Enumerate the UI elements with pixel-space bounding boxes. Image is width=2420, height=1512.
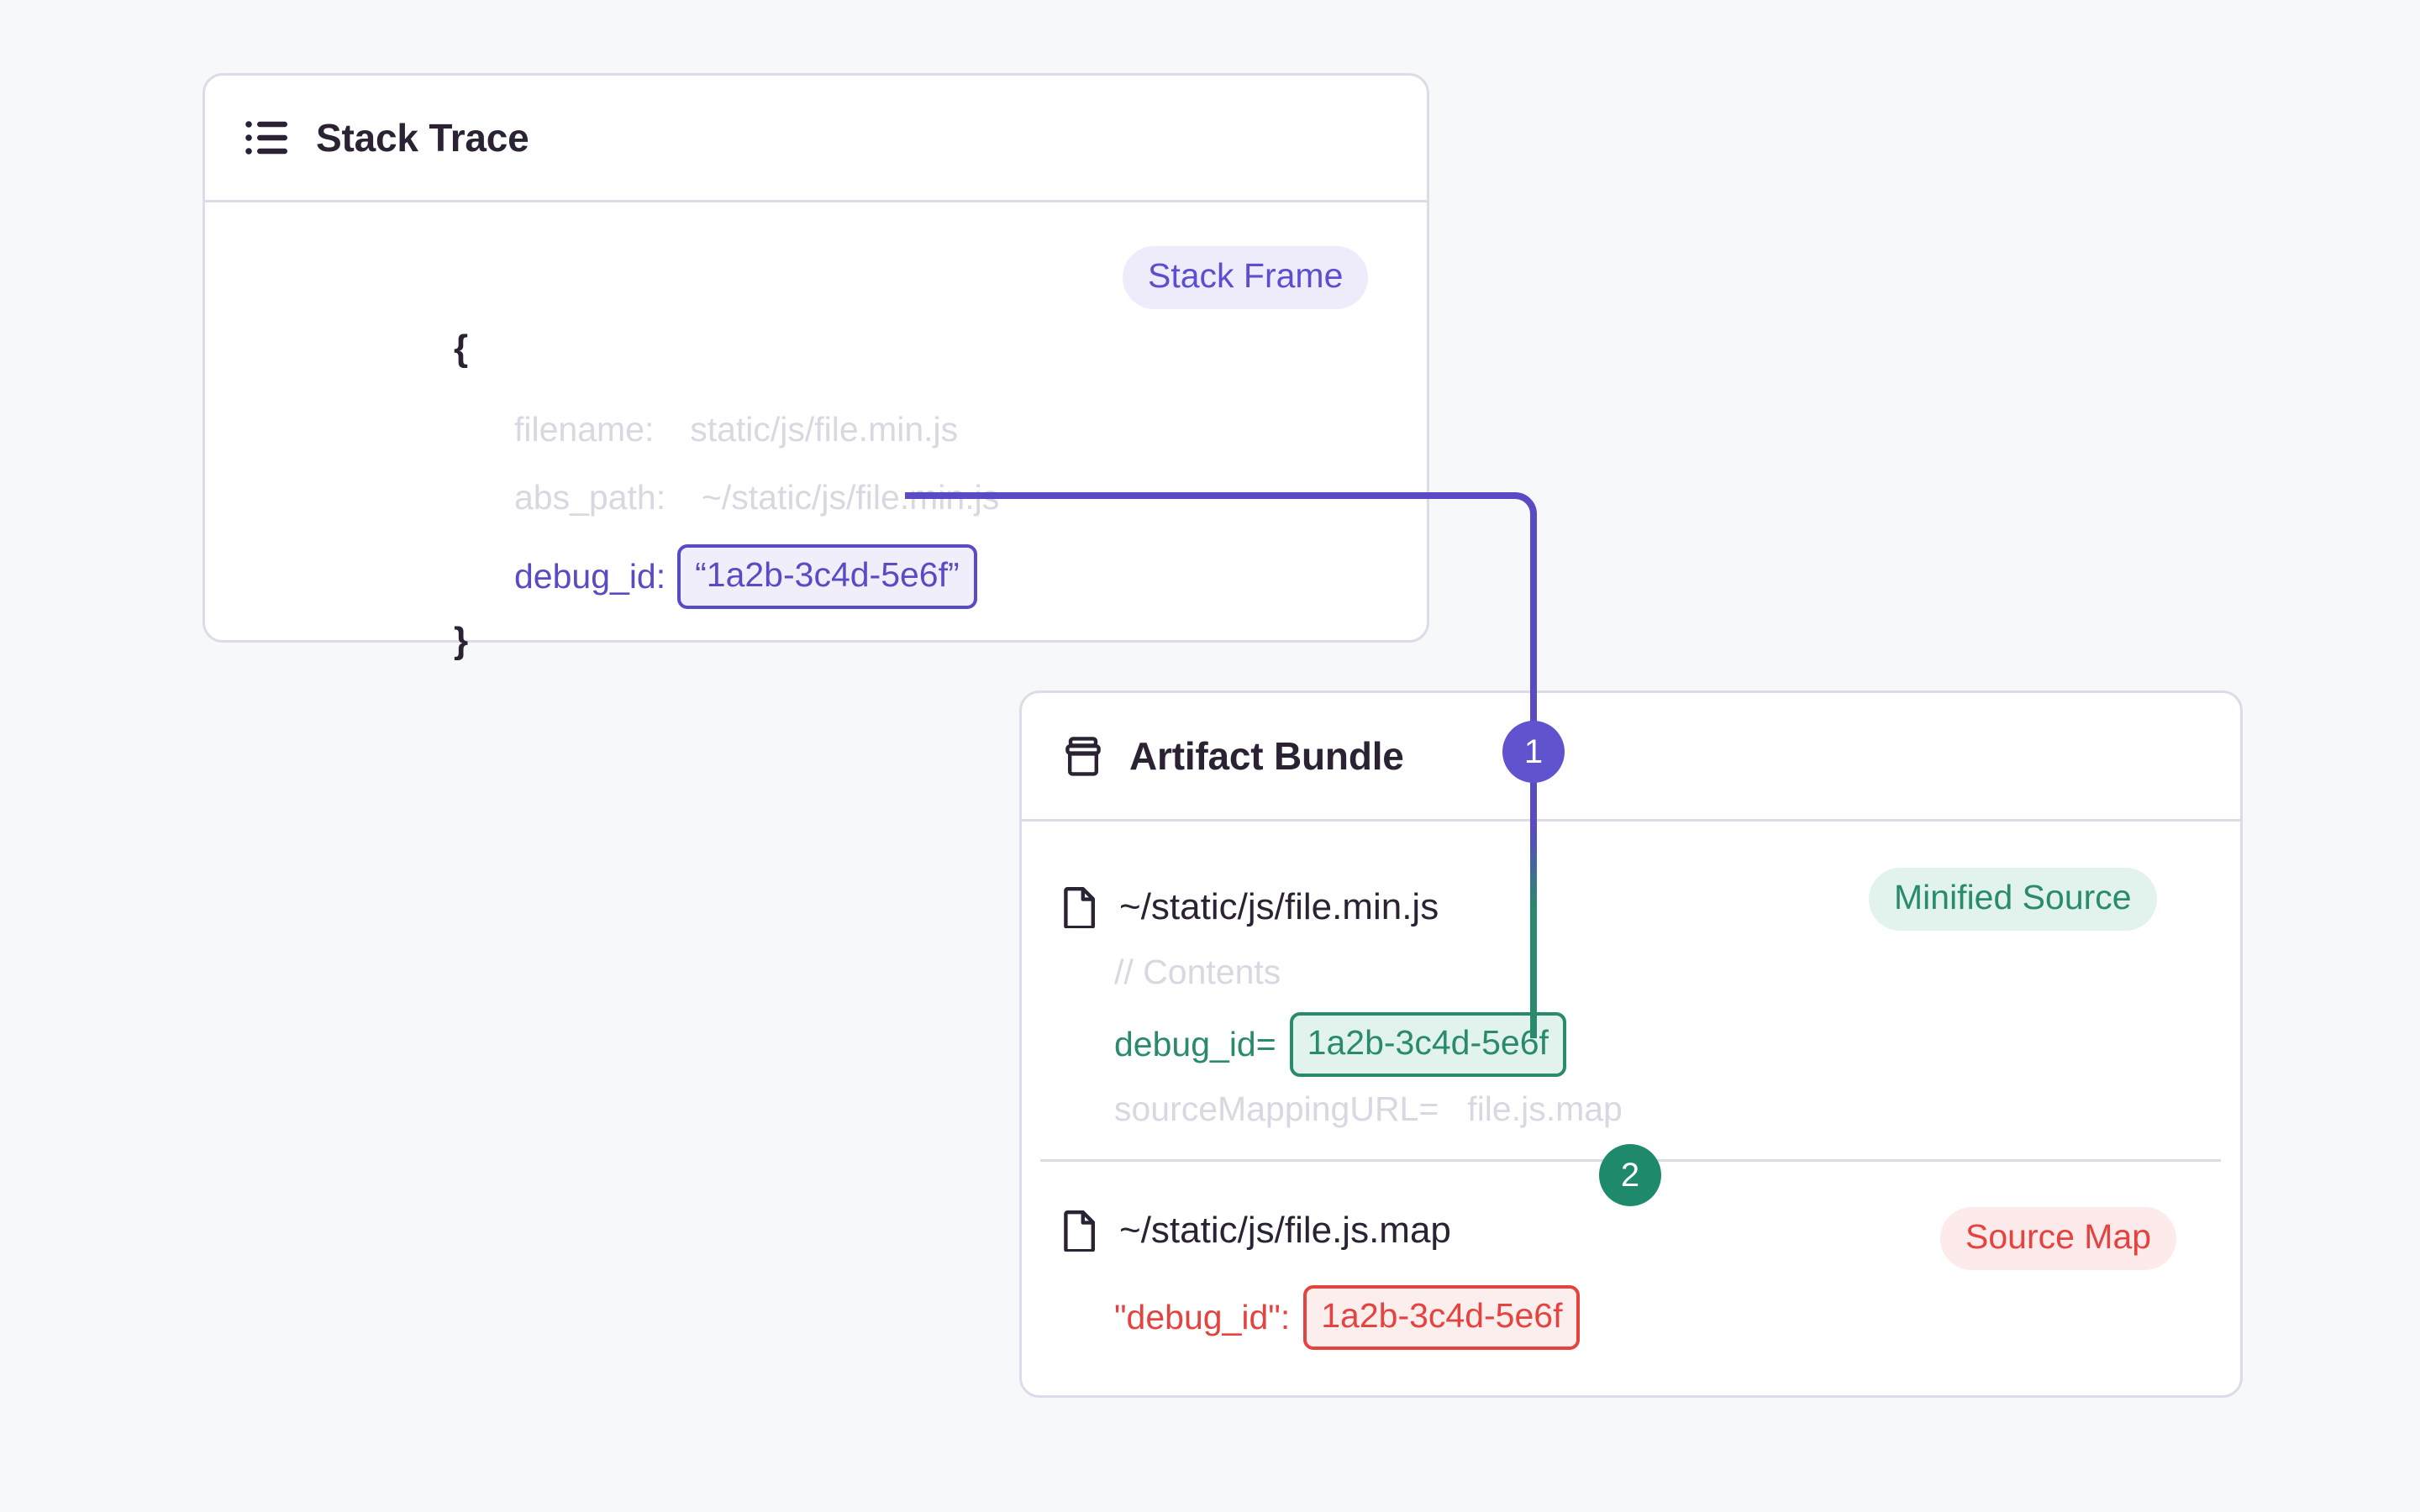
field-key-filename: filename: [514,410,655,449]
stack-trace-header-divider [205,200,1427,202]
minified-source-badge: Minified Source [1869,868,2157,931]
sourcemap-debug-id-key: "debug_id": [1114,1298,1291,1336]
field-value-abs-path: ~/static/js/file.min.js [701,478,1000,517]
step-badge-1: 1 [1502,721,1565,783]
artifact-sourcemappingurl-value: file.js.map [1467,1089,1623,1128]
step-badge-2: 2 [1599,1144,1661,1206]
file-icon [1062,886,1097,928]
artifact-entry-file-row-1[interactable]: ~/static/js/file.min.js [1062,886,1439,928]
sourcemap-debug-id-row: "debug_id": 1a2b-3c4d-5e6f [1114,1285,1581,1350]
artifact-sourcemappingurl-key: sourceMappingURL= [1114,1089,1439,1128]
artifact-debug-id-row: debug_id= 1a2b-3c4d-5e6f [1114,1012,1566,1077]
artifact-contents-comment: // Contents [1114,953,1281,991]
field-row-abs-path: abs_path: ~/static/js/file.min.js [514,478,999,517]
source-map-badge: Source Map [1940,1207,2177,1270]
stack-trace-body: Stack Frame { filename: static/js/file.m… [205,200,1427,661]
file-icon [1062,1210,1097,1252]
field-value-filename: static/js/file.min.js [690,410,959,449]
debug-id-value-chip-sourcemap[interactable]: 1a2b-3c4d-5e6f [1303,1285,1581,1350]
artifact-debug-id-key: debug_id= [1114,1025,1276,1063]
archive-box-icon [1062,735,1104,777]
list-icon [245,119,289,156]
stack-trace-card: Stack Trace Stack Frame { filename: stat… [203,73,1429,661]
debug-id-value-chip-minified[interactable]: 1a2b-3c4d-5e6f [1289,1012,1566,1077]
artifact-header-divider [1022,819,2240,822]
artifact-file-name-1: ~/static/js/file.min.js [1119,886,1439,927]
artifact-sourcemappingurl-row: sourceMappingURL= file.js.map [1114,1089,1636,1129]
stack-frame-badge: Stack Frame [1123,246,1369,309]
field-row-filename: filename: static/js/file.min.js [514,410,958,449]
field-key-debug-id: debug_id: [514,557,666,596]
artifact-bundle-card: Artifact Bundle ~/static/js/file.min.js … [1019,690,2243,1398]
close-brace: } [454,620,469,661]
open-brace: { [454,328,469,369]
field-row-debug-id: debug_id: “1a2b-3c4d-5e6f” [514,544,977,609]
artifact-bundle-title: Artifact Bundle [1129,734,1404,778]
artifact-file-name-2: ~/static/js/file.js.map [1119,1210,1451,1251]
stack-trace-title: Stack Trace [316,116,529,160]
artifact-entry-file-row-2[interactable]: ~/static/js/file.js.map [1062,1210,1451,1252]
field-key-abs-path: abs_path: [514,478,666,517]
artifact-bundle-card-header: Artifact Bundle [1022,693,2240,819]
stack-trace-card-header: Stack Trace [205,76,1427,200]
debug-id-value-chip-stack-trace[interactable]: “1a2b-3c4d-5e6f” [677,544,977,609]
